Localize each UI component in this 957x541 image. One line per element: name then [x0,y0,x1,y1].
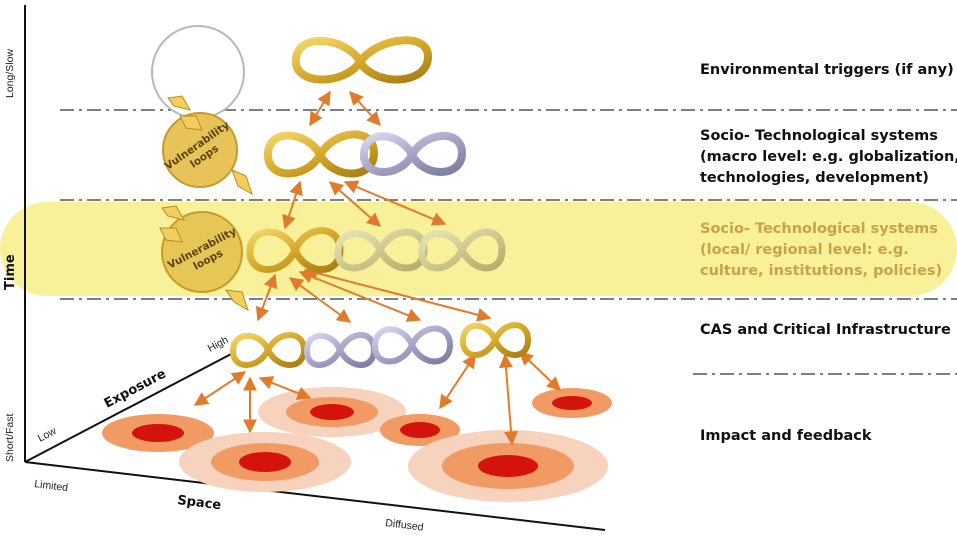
macro-line-3: technologies, development) [700,170,929,186]
level-label-environmental: Environmental triggers (if any) [700,60,954,81]
space-axis [24,461,606,531]
infinity-loops [230,36,532,368]
space-high-label: Diffused [385,517,425,534]
loop-cas-silver-1 [304,332,378,368]
axes [24,5,606,531]
connection-arrows [193,90,562,446]
time-high-label: Long/Slow [4,49,16,98]
impact-zones [102,387,612,502]
macro-line-2: (macro level: e.g. globalization, [700,149,957,165]
upper-vulnerability-loop: Vulnerability loops [162,95,253,196]
exposure-high-label: High [206,334,231,355]
loop-local-gold [246,227,344,273]
loop-macro-gold [264,130,379,178]
exposure-axis [24,351,236,463]
local-line-1: Socio- Technological systems [700,221,938,237]
impact-line: Impact and feedback [700,428,872,444]
loop-cas-silver-2 [372,325,454,365]
impact-zone-1 [102,414,214,452]
level-separators [60,109,957,375]
time-axis-title: Time [3,254,18,290]
level-label-cas: CAS and Critical Infrastructure [700,320,951,341]
impact-zone-6 [532,388,612,418]
loop-macro-silver [360,132,467,176]
loop-env-gold [291,36,432,84]
time-low-label: Short/Fast [4,413,16,462]
level-label-env-line: Environmental triggers (if any) [700,62,954,78]
cas-line: CAS and Critical Infrastructure [700,322,951,338]
impact-zone-5 [408,430,608,502]
loop-local-pale-2 [418,228,506,272]
level-label-local: Socio- Technological systems (local/ reg… [700,219,942,282]
space-axis-title: Space [177,493,223,513]
trigger-circle [151,25,245,119]
local-line-3: culture, institutions, policies) [700,263,943,279]
macro-line-1: Socio- Technological systems [700,128,938,144]
level-label-impact: Impact and feedback [700,426,872,447]
highlight-band [0,202,957,296]
lower-vulnerability-loop: Vulnerability loops [159,205,249,312]
impact-zone-4 [380,414,460,446]
loop-local-pale-1 [334,228,428,272]
loop-cas-gold-2 [460,322,532,358]
loop-cas-gold-1 [230,332,308,368]
space-low-label: Limited [34,478,69,494]
level-label-macro: Socio- Technological systems (macro leve… [700,126,957,189]
local-line-2: (local/ regional level: e.g. [700,242,909,258]
impact-zone-3 [179,432,351,492]
exposure-low-label: Low [36,425,59,445]
